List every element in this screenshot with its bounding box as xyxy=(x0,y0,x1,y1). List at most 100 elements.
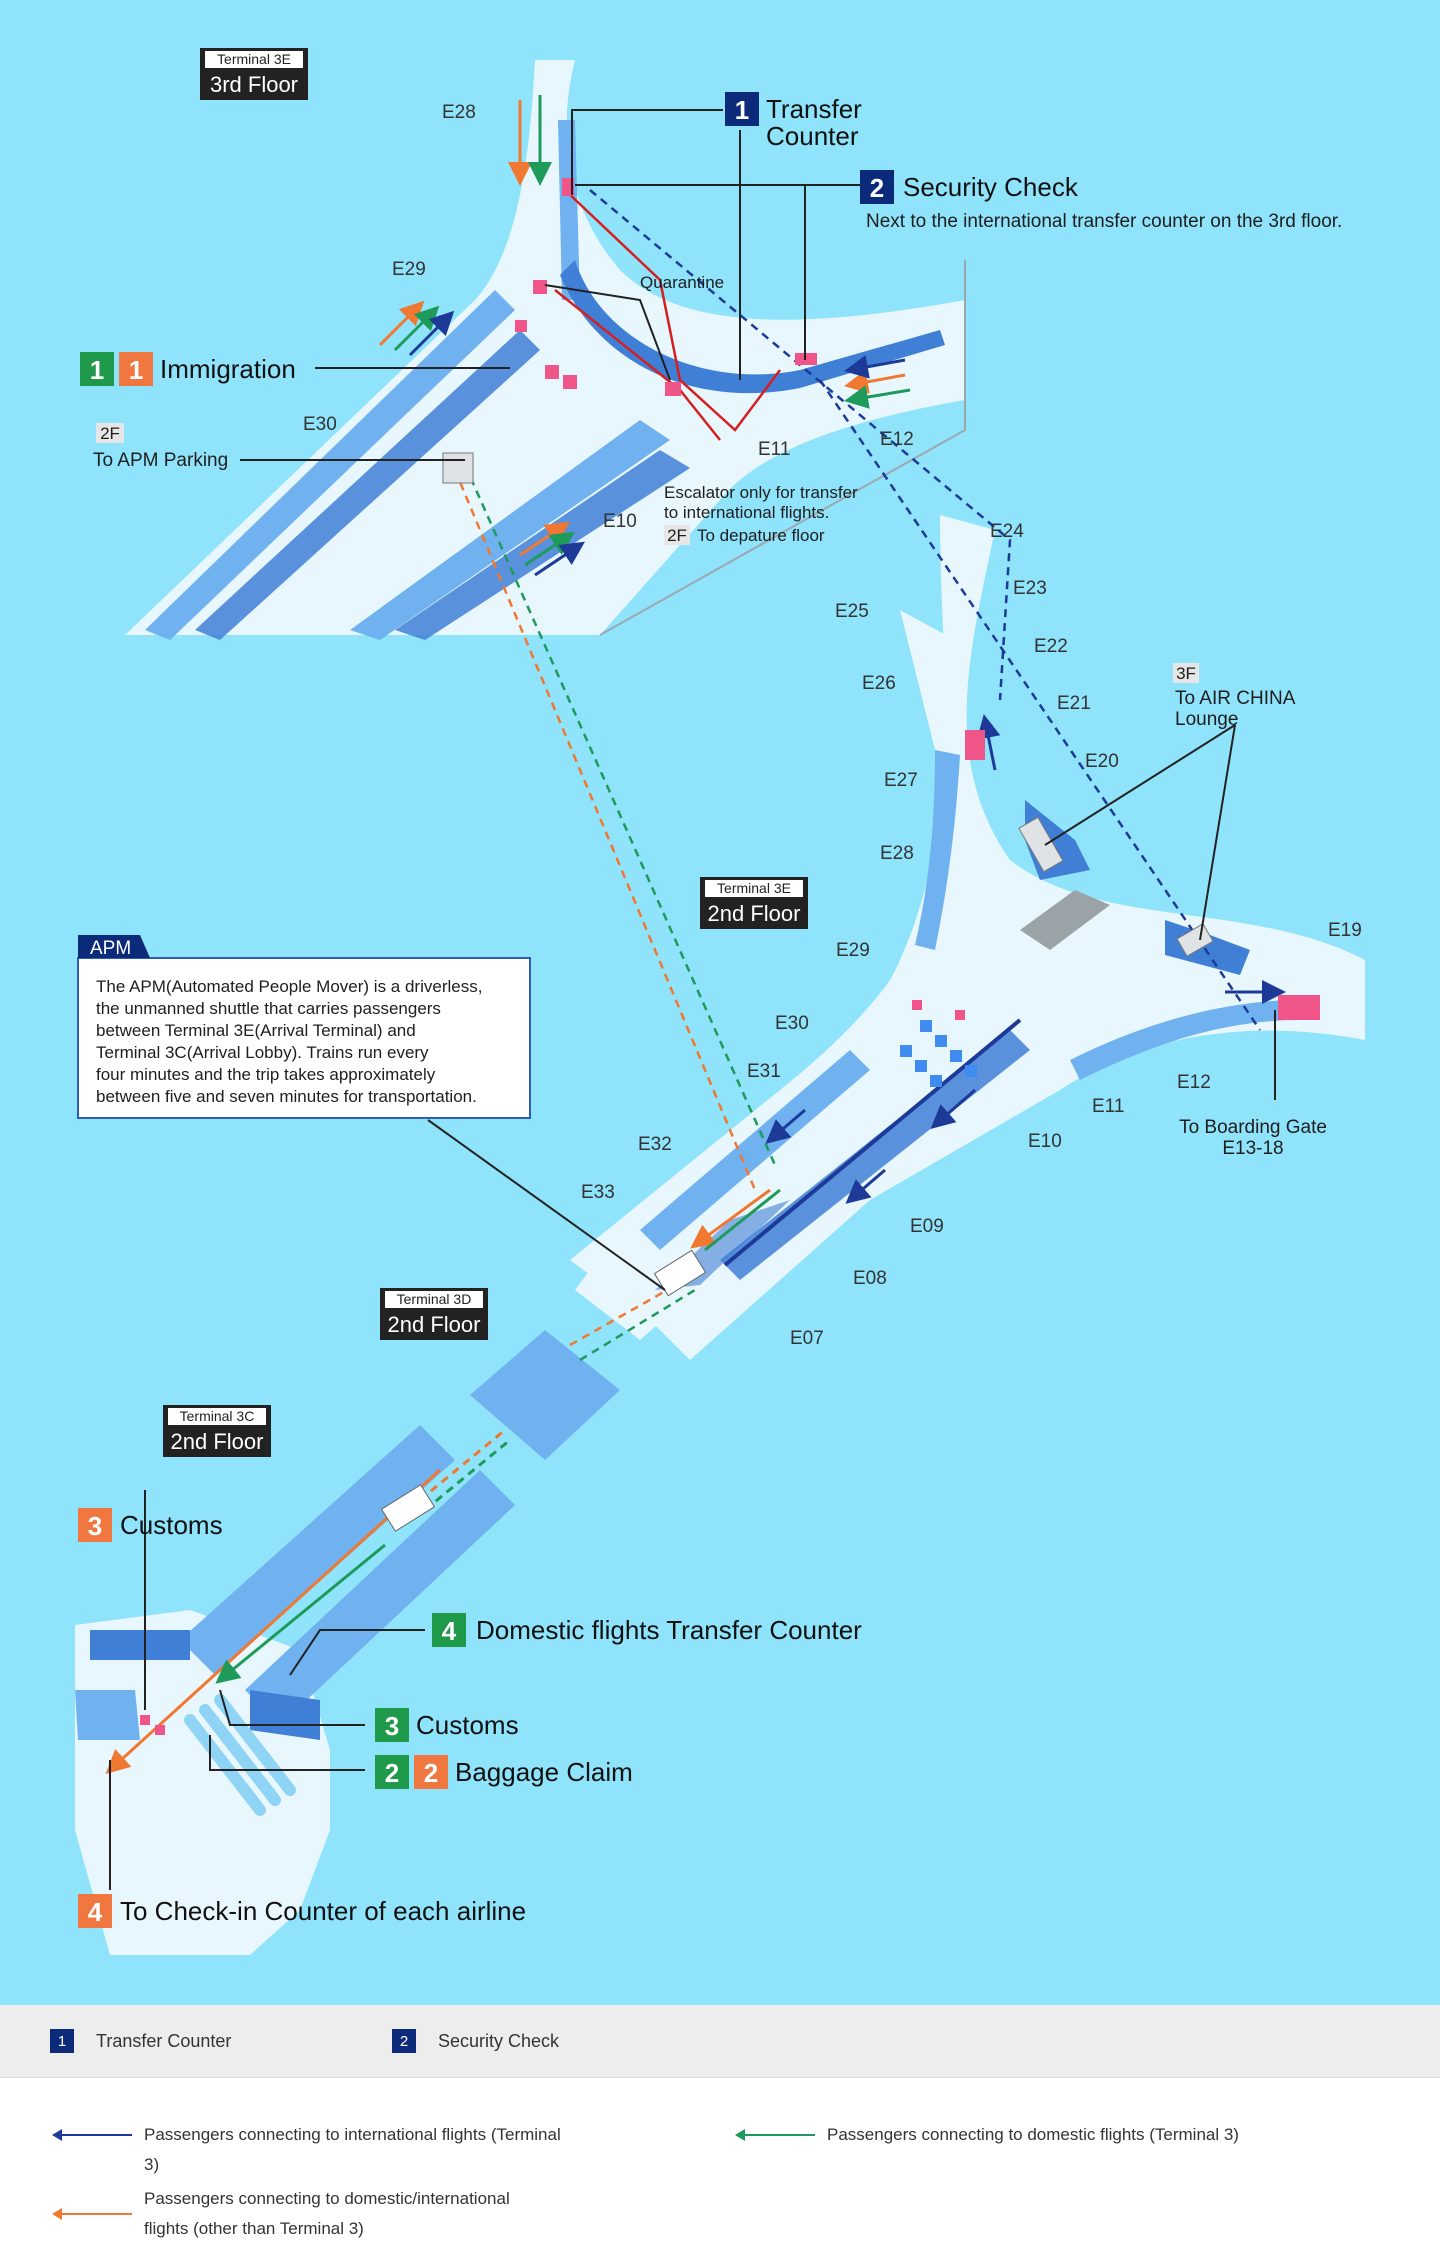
arrow-2f-apm-green xyxy=(704,1188,781,1252)
gate-label: E28 xyxy=(442,102,476,123)
arrow-3f-e29-blue xyxy=(408,310,455,357)
gate-label: E19 xyxy=(1328,920,1362,941)
callout-customs-green: 3 Customs xyxy=(375,1708,519,1742)
pyramid-marker xyxy=(1020,890,1110,950)
blue-marker xyxy=(965,1065,977,1077)
gate-label: E09 xyxy=(910,1216,944,1237)
svg-text:2: 2 xyxy=(870,173,884,203)
svg-text:2: 2 xyxy=(385,1758,399,1788)
gate-label: E24 xyxy=(990,521,1024,542)
gate-label: E25 xyxy=(835,601,869,622)
t3e-2f-east-pier xyxy=(1070,1000,1300,1080)
apm-train-3c xyxy=(380,1484,436,1532)
svg-text:Transfer: Transfer xyxy=(766,94,862,124)
blue-marker xyxy=(900,1045,912,1057)
leader-lines xyxy=(109,109,1276,1890)
svg-text:Terminal 3C: Terminal 3C xyxy=(180,1408,255,1424)
svg-text:Counter: Counter xyxy=(766,121,859,151)
pink-marker xyxy=(965,730,985,760)
svg-text:Terminal 3E: Terminal 3E xyxy=(217,51,291,67)
gate-label: E11 xyxy=(758,439,790,460)
blue-marker xyxy=(935,1035,947,1047)
legend-other-label: Passengers connecting to domestic/intern… xyxy=(144,2184,564,2244)
svg-text:4: 4 xyxy=(442,1616,457,1646)
t3e-3f-pier-left-2 xyxy=(195,330,540,640)
callout-transfer-counter: 1 Transfer Counter xyxy=(725,92,862,151)
arrow-2f-e10-blue xyxy=(930,1088,976,1129)
svg-text:3F: 3F xyxy=(1176,664,1196,683)
svg-text:To AIR CHINA: To AIR CHINA xyxy=(1175,688,1296,709)
t3e-2f-west-wing xyxy=(575,610,985,1340)
svg-text:Baggage Claim: Baggage Claim xyxy=(455,1757,633,1787)
gate-labels-3f: E28 E29 E30 E10 E11 E12 xyxy=(303,102,914,532)
svg-text:to international flights.: to international flights. xyxy=(664,503,829,522)
blue-marker xyxy=(920,1020,932,1032)
legend-domestic-label: Passengers connecting to domestic flight… xyxy=(827,2125,1239,2144)
arrow-2f-e09-blue xyxy=(845,1168,886,1204)
gate-label: E30 xyxy=(775,1013,809,1034)
svg-text:3: 3 xyxy=(385,1711,399,1741)
pink-marker xyxy=(665,382,681,396)
t3c-green-route xyxy=(215,1543,386,1684)
arrow-3f-e29-green xyxy=(393,305,440,352)
svg-text:1: 1 xyxy=(129,355,143,385)
floor-tag-t3e-2f: Terminal 3E 2nd Floor xyxy=(700,877,808,929)
t3e-3f-pier-left-1 xyxy=(145,290,515,640)
arrow-left-green-icon xyxy=(735,2120,815,2150)
svg-text:To depature floor: To depature floor xyxy=(697,526,825,545)
t3c-orange-dashed xyxy=(419,1428,506,1502)
legend-other-line1: Passengers connecting to domestic/intern… xyxy=(144,2189,510,2208)
svg-text:APM: APM xyxy=(90,938,131,959)
gate-label: E20 xyxy=(1085,751,1119,772)
svg-text:The APM(Automated People Mover: The APM(Automated People Mover) is a dri… xyxy=(96,977,482,996)
svg-text:1: 1 xyxy=(735,95,749,125)
svg-text:2nd Floor: 2nd Floor xyxy=(388,1312,481,1337)
legend-number-2: 2 xyxy=(392,2029,416,2053)
svg-text:To Check-in Counter of each ai: To Check-in Counter of each airline xyxy=(120,1896,526,1926)
quarantine-label: Quarantine xyxy=(640,273,724,292)
blue-marker xyxy=(930,1075,942,1087)
pink-marker xyxy=(140,1715,150,1725)
legend-routes: Passengers connecting to international f… xyxy=(0,2077,1440,2266)
gate-label: E30 xyxy=(303,414,337,435)
gate-label: E22 xyxy=(1034,636,1068,657)
legend-international: Passengers connecting to international f… xyxy=(52,2120,564,2180)
escalator-marker xyxy=(442,452,474,484)
gate-label: E11 xyxy=(1092,1096,1124,1117)
apm-train-3e xyxy=(653,1249,707,1297)
intl-route-dashed xyxy=(589,189,1012,701)
gate-label: E32 xyxy=(638,1134,672,1155)
svg-text:Immigration: Immigration xyxy=(160,354,296,384)
svg-text:1: 1 xyxy=(90,355,104,385)
pink-marker xyxy=(1278,995,1320,1020)
legend-other-line2: flights (other than Terminal 3) xyxy=(144,2219,364,2238)
legend-transfer-counter: 1 Transfer Counter xyxy=(50,2029,231,2053)
svg-text:4: 4 xyxy=(88,1897,103,1927)
gate-label: E08 xyxy=(853,1268,887,1289)
svg-text:Terminal 3E: Terminal 3E xyxy=(717,880,791,896)
gate-label: E12 xyxy=(880,429,914,450)
t3c-concourse xyxy=(75,1425,515,1955)
legend-security-check-label: Security Check xyxy=(438,2030,560,2051)
arrow-3f-e10-orange xyxy=(519,521,570,557)
t3e-3f-base xyxy=(125,60,965,635)
arrow-3f-e12-orange xyxy=(844,369,906,394)
svg-text:Customs: Customs xyxy=(120,1510,223,1540)
other-route-dashed xyxy=(453,469,757,1191)
callout-escalator: Escalator only for transfer to internati… xyxy=(664,483,858,545)
escalator-marker xyxy=(1018,816,1064,873)
map-legend: 1 Transfer Counter 2 Security Check Pass… xyxy=(0,2005,1440,2266)
callout-domestic-transfer: 4 Domestic flights Transfer Counter xyxy=(432,1613,862,1647)
t3e-2f-lower-pier-b xyxy=(720,1030,1030,1280)
svg-text:Customs: Customs xyxy=(416,1710,519,1740)
arrow-3f-e29-orange xyxy=(378,300,425,347)
callout-security-check: 2 Security Check Next to the internation… xyxy=(860,170,1342,232)
gate-label: E27 xyxy=(884,770,918,791)
legend-number-1: 1 xyxy=(50,2029,74,2053)
blue-marker xyxy=(915,1060,927,1072)
callout-checkin: 4 To Check-in Counter of each airline xyxy=(78,1894,526,1928)
svg-text:Security Check: Security Check xyxy=(903,172,1079,202)
terminal-map: Terminal 3E 3rd Floor Terminal 3E 2nd Fl… xyxy=(0,0,1440,2005)
floor-tag-t3c-2f: Terminal 3C 2nd Floor xyxy=(163,1405,271,1457)
gate-label: E10 xyxy=(603,511,637,532)
